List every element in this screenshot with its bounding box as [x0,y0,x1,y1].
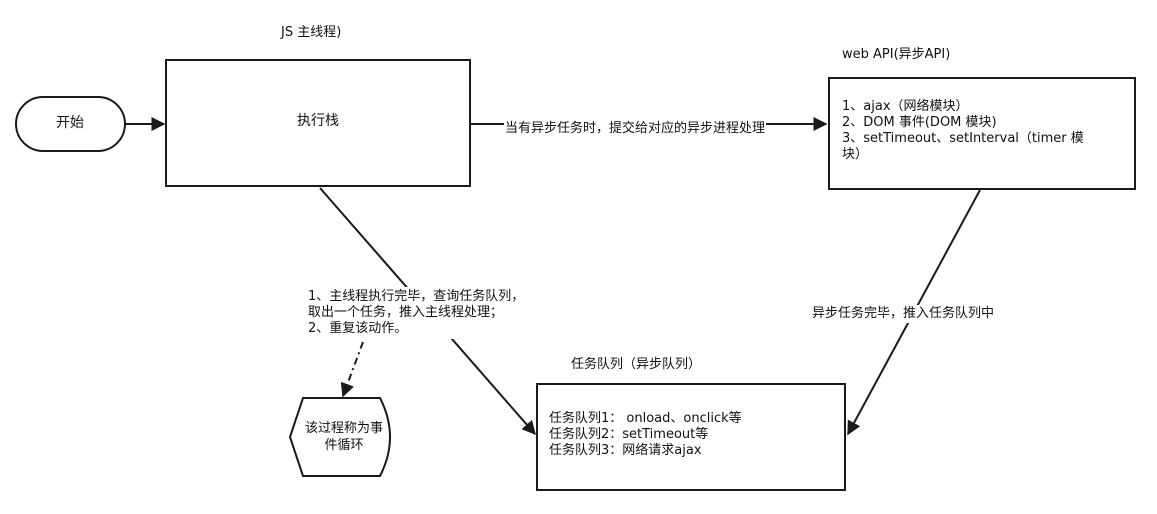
web-api-line: 块） [842,147,869,162]
event-loop-line: 件循环 [324,438,364,453]
event-loop-node-shape [288,397,391,477]
event-loop-line: 该过程称为事 [304,421,383,436]
edge-label-queue-loop: 1、主线程执行完毕，查询任务队列， 取出一个任务，推入主线程处理； 2、重复该动… [305,287,528,339]
task-queue-line: 任务队列2：setTimeout等 [549,427,709,442]
call-stack-title: JS 主线程) [281,25,342,40]
web-api-box: 1、ajax（网络模块） 2、DOM 事件(DOM 模块) 3、setTimeo… [828,77,1136,190]
queue-loop-line: 取出一个任务，推入主线程处理； [308,305,504,320]
edge-label-webapi-to-queue: 异步任务完毕，推入任务队列中 [811,305,996,323]
queue-loop-line: 2、重复该动作。 [308,321,408,336]
web-api-line: 2、DOM 事件(DOM 模块) [842,115,997,130]
web-api-line: 1、ajax（网络模块） [842,99,969,114]
queue-loop-line: 1、主线程执行完毕，查询任务队列， [308,289,525,304]
task-queue-list: 任务队列1： onload、onclick等 任务队列2：setTimeout等… [549,411,844,459]
call-stack-box: 执行栈 [165,59,471,187]
event-loop-node-label: 该过程称为事 件循环 [298,420,390,454]
task-queue-box: 任务队列1： onload、onclick等 任务队列2：setTimeout等… [536,383,846,491]
task-queue-line: 任务队列1： onload、onclick等 [549,411,742,426]
task-queue-title: 任务队列（异步队列） [571,357,702,372]
web-api-line: 3、setTimeout、setInterval（timer 模 [842,131,1084,146]
edge-label-stack-to-webapi: 当有异步任务时，提交给对应的异步进程处理 [504,120,767,138]
start-node-label: 开始 [56,115,84,131]
edge-loop-to-eventloop [340,341,364,398]
call-stack-label: 执行栈 [297,113,339,129]
web-api-title: web API(异步API) [842,47,951,62]
start-node-shape [15,96,126,152]
web-api-list: 1、ajax（网络模块） 2、DOM 事件(DOM 模块) 3、setTimeo… [842,99,1134,163]
task-queue-line: 任务队列3：网络请求ajax [549,443,702,458]
